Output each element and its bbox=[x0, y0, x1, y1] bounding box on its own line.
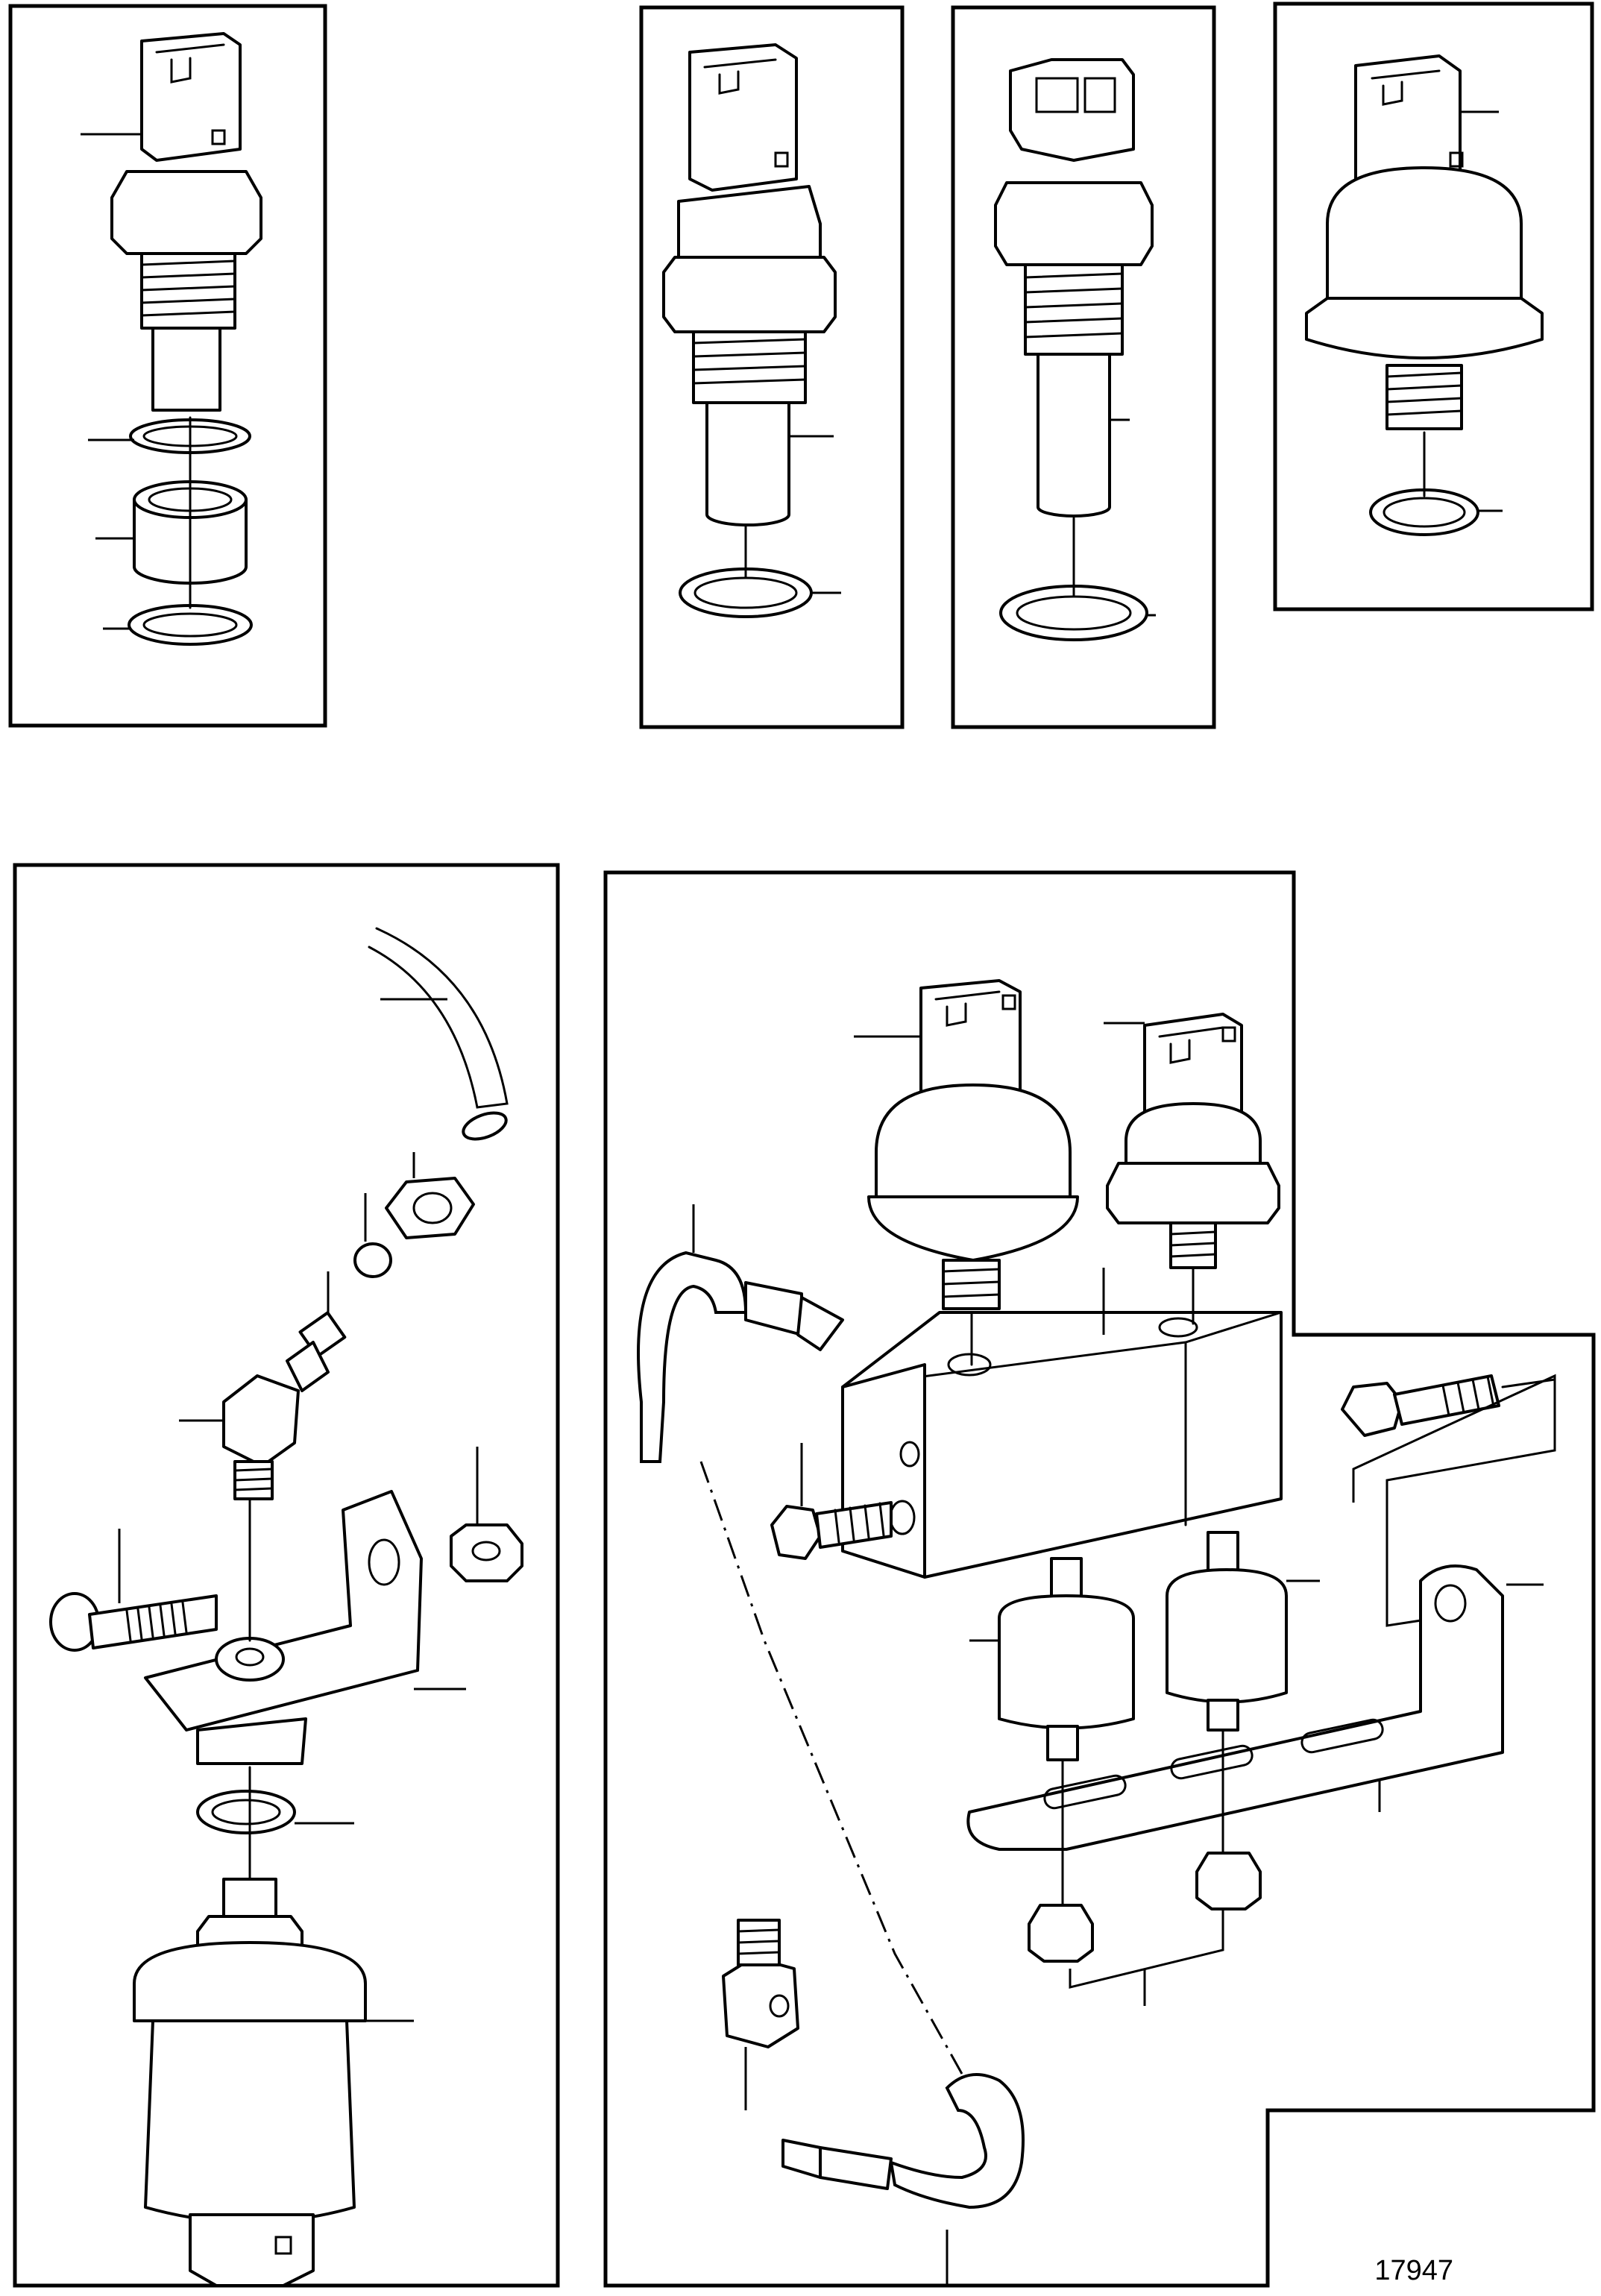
panel-frame bbox=[603, 870, 1596, 2288]
panel-coolant-temp-sensor-with-sleeve bbox=[8, 4, 327, 728]
braided-hose-lower bbox=[781, 2073, 1025, 2209]
pressure-switch-small bbox=[1106, 1013, 1280, 1269]
panel-frame bbox=[951, 5, 1216, 729]
support-bracket bbox=[966, 1564, 1504, 1851]
threaded-section bbox=[1385, 364, 1463, 430]
electrical-connector bbox=[140, 32, 242, 162]
threaded-section bbox=[692, 330, 807, 404]
hex-bolt bbox=[1341, 1374, 1500, 1437]
panel-temp-sensor-slim-probe bbox=[951, 5, 1216, 729]
flange-nut bbox=[450, 1523, 523, 1582]
figure-number: 17947 bbox=[1374, 2255, 1453, 2286]
flange-nut-left bbox=[1028, 1904, 1094, 1963]
pressure-hose bbox=[368, 927, 509, 1109]
panel-frame bbox=[1273, 1, 1594, 611]
elbow-fitting bbox=[222, 1341, 330, 1500]
electrical-connector bbox=[688, 43, 798, 192]
threaded-section bbox=[140, 252, 236, 330]
panel-remote-pressure-sender-bracket bbox=[13, 863, 560, 2288]
vibration-mount-left bbox=[998, 1557, 1135, 1761]
sensor-probe bbox=[151, 327, 221, 412]
threaded-section bbox=[1024, 263, 1124, 356]
braided-hose-upper bbox=[637, 1251, 844, 1463]
mounting-bracket bbox=[144, 1490, 423, 1765]
sender-housing bbox=[1305, 166, 1544, 359]
elbow-adapter bbox=[722, 1919, 799, 2048]
compression-olive bbox=[353, 1242, 392, 1278]
vibration-mount-right bbox=[1166, 1531, 1288, 1732]
union-nut bbox=[385, 1177, 475, 1239]
sealing-washer bbox=[196, 1790, 296, 1834]
panel-oil-pressure-sender bbox=[1273, 1, 1594, 611]
pressure-sender-large bbox=[867, 979, 1079, 1310]
panel-frame bbox=[639, 5, 905, 729]
banjo-bolt bbox=[770, 1501, 893, 1560]
hex-nut bbox=[110, 170, 262, 255]
panel-temp-sensor-long-probe bbox=[639, 5, 905, 729]
sensor-probe bbox=[1037, 353, 1111, 518]
routing-centerline bbox=[699, 1461, 967, 2081]
panel-frame bbox=[8, 4, 327, 728]
hex-nut bbox=[662, 256, 837, 333]
manifold-block bbox=[841, 1311, 1283, 1579]
hose-end bbox=[462, 1111, 508, 1141]
electrical-connector bbox=[1009, 58, 1135, 162]
hex-nut bbox=[994, 181, 1154, 266]
sensor-probe bbox=[705, 401, 790, 526]
pressure-sender bbox=[133, 1878, 367, 2287]
flange-nut-right bbox=[1195, 1852, 1262, 1910]
panel-sensor-manifold-block-assembly bbox=[603, 870, 1596, 2288]
sealing-washer bbox=[128, 604, 253, 646]
flange-bolt bbox=[49, 1592, 218, 1652]
